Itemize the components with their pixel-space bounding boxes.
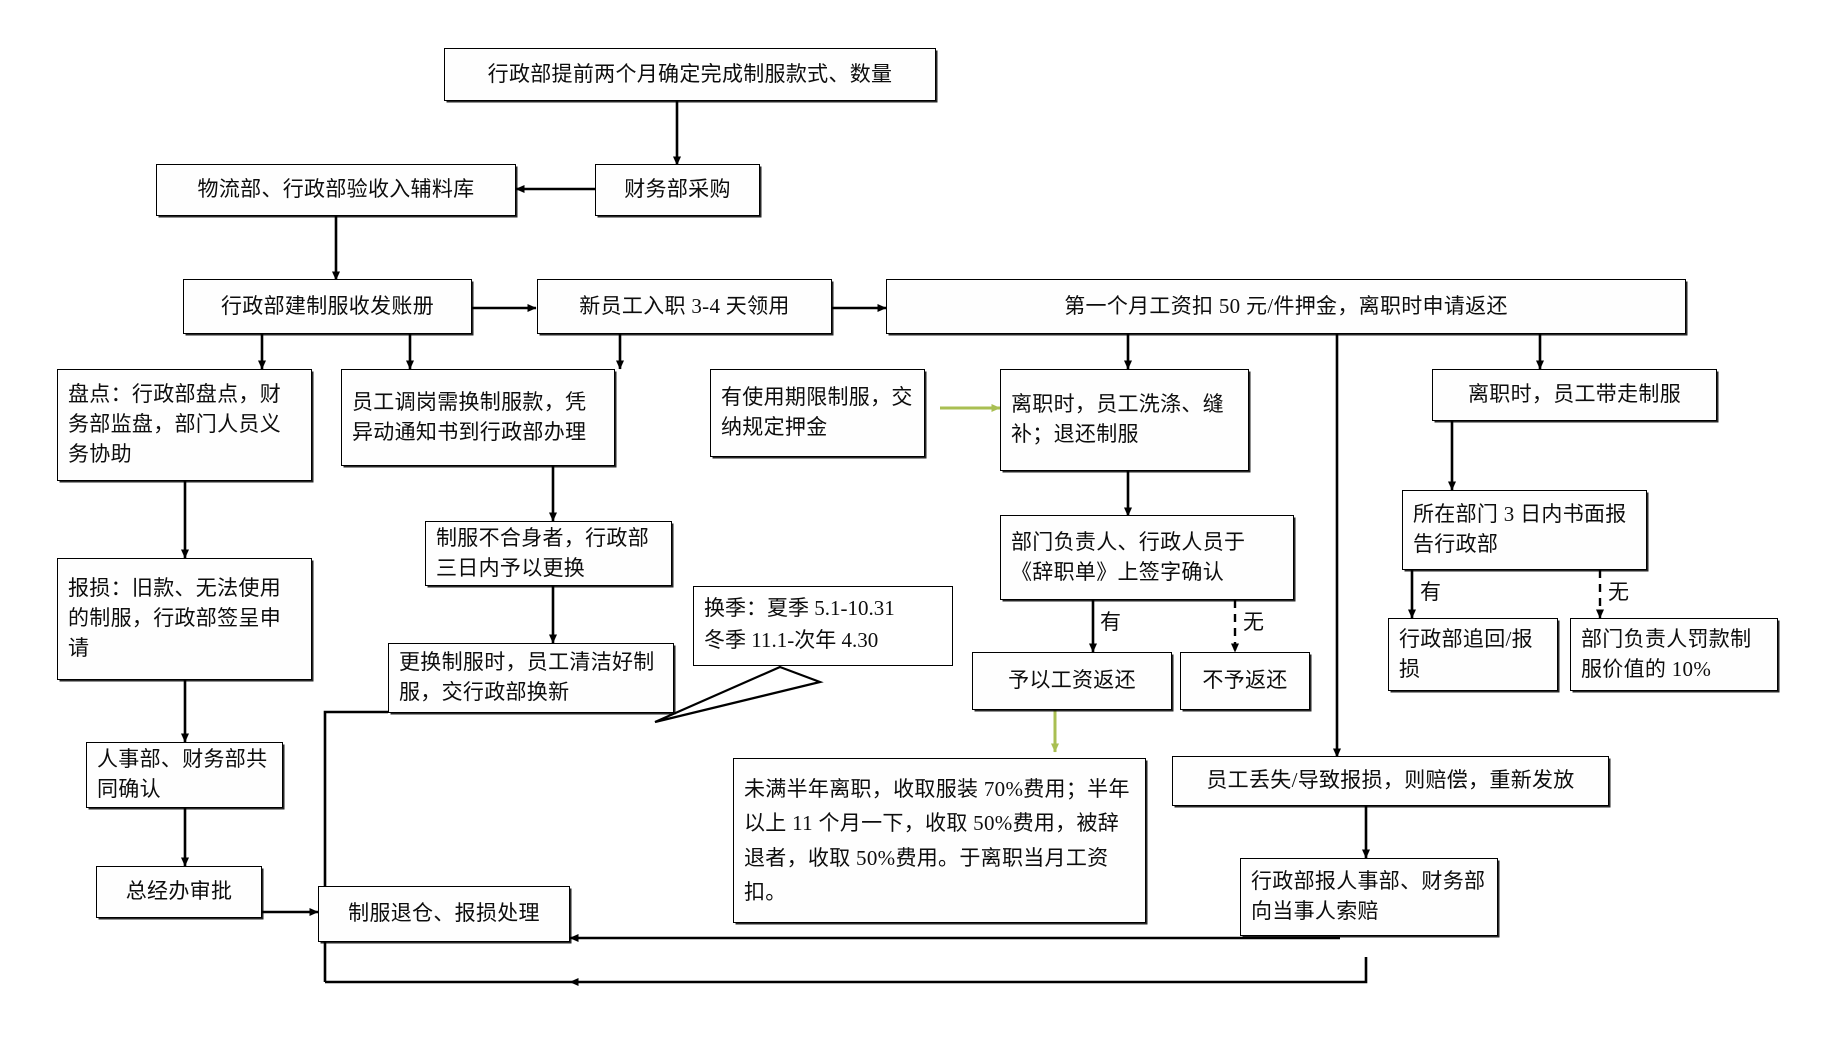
node-box-n15[interactable]: 所在部门 3 日内书面报告行政部	[1402, 490, 1647, 570]
edge-label-you-right: 有	[1420, 580, 1441, 604]
node-box-n20[interactable]: 行政部追回/报损	[1388, 618, 1558, 691]
node-box-n8[interactable]: 员工调岗需换制服款，凭异动通知书到行政部办理	[341, 369, 615, 466]
callout-season: 换季：夏季 5.1-10.31 冬季 11.1-次年 4.30	[693, 586, 953, 666]
node-box-n25[interactable]: 行政部报人事部、财务部向当事人索赔	[1240, 858, 1498, 936]
node-box-n16[interactable]: 人事部、财务部共同确认	[86, 742, 283, 808]
edge-label-you-left: 有	[1100, 610, 1121, 634]
edge-label-wu-left: 无	[1243, 610, 1264, 634]
node-box-n11[interactable]: 离职时，员工带走制服	[1432, 369, 1717, 421]
node-box-n23[interactable]: 制服退仓、报损处理	[318, 886, 570, 942]
node-box-n22[interactable]: 总经办审批	[96, 866, 262, 918]
node-box-n7[interactable]: 盘点：行政部盘点，财务部监盘，部门人员义务协助	[57, 369, 312, 481]
node-box-n24[interactable]: 员工丢失/导致报损，则赔偿，重新发放	[1172, 756, 1609, 806]
node-box-n4[interactable]: 行政部建制服收发账册	[183, 279, 472, 334]
node-box-n3[interactable]: 物流部、行政部验收入辅料库	[156, 164, 516, 216]
node-box-n14[interactable]: 部门负责人、行政人员于《辞职单》上签字确认	[1000, 515, 1294, 600]
node-box-n13[interactable]: 制服不合身者，行政部三日内予以更换	[425, 521, 672, 586]
node-box-n5[interactable]: 新员工入职 3-4 天领用	[537, 279, 832, 334]
edge-label-wu-right: 无	[1608, 580, 1629, 604]
node-box-n12[interactable]: 报损：旧款、无法使用的制服，行政部签呈申请	[57, 558, 312, 680]
node-box-n18[interactable]: 予以工资返还	[972, 652, 1172, 710]
node-box-n17[interactable]: 更换制服时，员工清洁好制服，交行政部换新	[388, 643, 674, 713]
node-box-n19[interactable]: 不予返还	[1180, 652, 1310, 710]
node-box-n10[interactable]: 离职时，员工洗涤、缝补；退还制服	[1000, 369, 1249, 471]
node-box-n21[interactable]: 部门负责人罚款制服价值的 10%	[1570, 618, 1778, 691]
node-box-n1[interactable]: 行政部提前两个月确定完成制服款式、数量	[444, 48, 936, 101]
node-box-n2[interactable]: 财务部采购	[595, 164, 760, 216]
node-box-n6[interactable]: 第一个月工资扣 50 元/件押金，离职时申请返还	[886, 279, 1686, 334]
node-box-n26[interactable]: 未满半年离职，收取服装 70%费用；半年以上 11 个月一下，收取 50%费用，…	[733, 758, 1146, 923]
node-box-n9[interactable]: 有使用期限制服，交纳规定押金	[710, 369, 925, 457]
